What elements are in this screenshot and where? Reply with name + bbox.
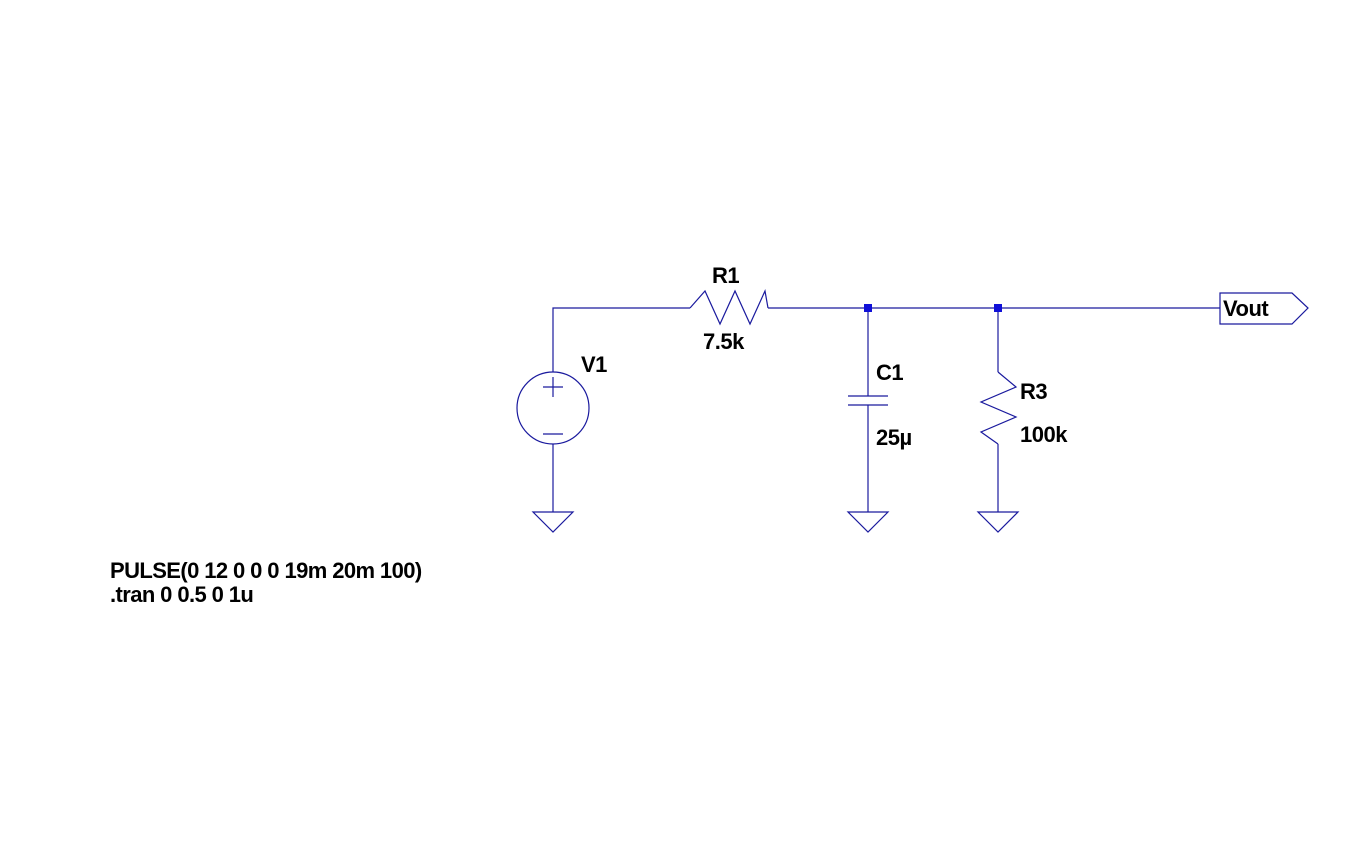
voltage-source-v1[interactable] bbox=[516, 371, 590, 445]
r3-value-label: 100k bbox=[1020, 422, 1068, 447]
c1-name-label: C1 bbox=[876, 360, 903, 385]
resistor-r1-zigzag[interactable] bbox=[689, 288, 769, 326]
c1-value-label: 25µ bbox=[876, 425, 912, 450]
junction-r3-node bbox=[994, 304, 1002, 312]
wire-v1-to-r1 bbox=[552, 307, 690, 372]
r1-value-label: 7.5k bbox=[703, 329, 745, 354]
ground-icon bbox=[846, 511, 890, 533]
junction-c1-node bbox=[864, 304, 872, 312]
r3-name-label: R3 bbox=[1020, 379, 1047, 404]
voltage-source-body bbox=[516, 371, 590, 445]
wires bbox=[552, 307, 1220, 512]
output-port-flag[interactable] bbox=[1219, 292, 1309, 325]
ground-icon bbox=[976, 511, 1020, 533]
source-value-text: PULSE(0 12 0 0 0 19m 20m 100) bbox=[110, 558, 422, 583]
ground-icon bbox=[531, 511, 575, 533]
spice-directive-text: .tran 0 0.5 0 1u bbox=[110, 582, 254, 607]
vout-port-label: Vout bbox=[1223, 296, 1269, 321]
resistor-r3-zigzag[interactable] bbox=[979, 371, 1018, 445]
v1-name-label: V1 bbox=[581, 352, 607, 377]
capacitor-c1[interactable] bbox=[848, 395, 888, 406]
plus-sign-icon bbox=[543, 377, 563, 397]
r1-name-label: R1 bbox=[712, 263, 739, 288]
